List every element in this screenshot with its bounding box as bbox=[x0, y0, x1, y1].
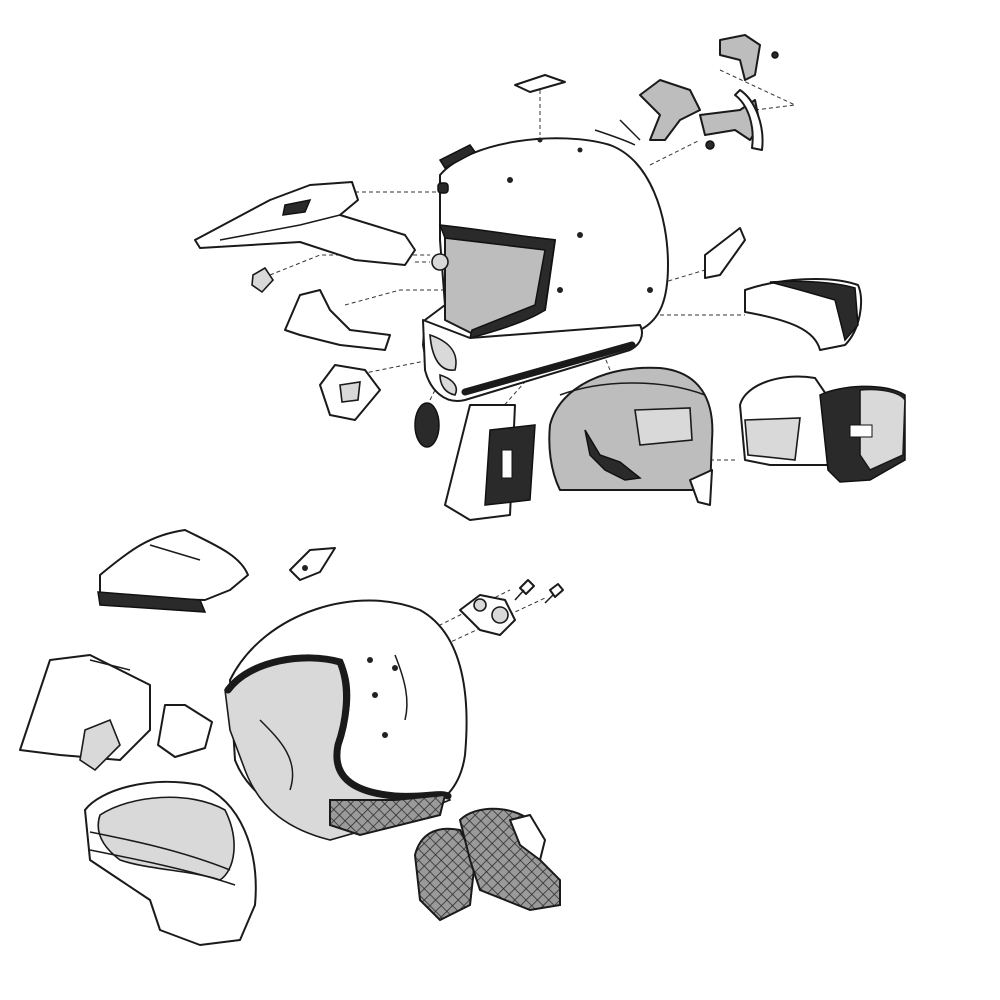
open-face-comfort-liner bbox=[224, 654, 452, 841]
top-vent-slider bbox=[437, 144, 477, 194]
peak-top bbox=[97, 529, 249, 613]
open-face-helmet-group bbox=[19, 529, 564, 946]
cheek-pads bbox=[739, 375, 906, 483]
motocross-helmet-group bbox=[194, 34, 906, 521]
visor-screw bbox=[415, 253, 449, 271]
small-vent-slider bbox=[289, 547, 336, 581]
visor-side-clip bbox=[251, 266, 275, 294]
shell-vent-holes bbox=[507, 137, 653, 293]
chin-vent-piece bbox=[319, 364, 381, 421]
cheek-pads-mesh bbox=[413, 807, 561, 922]
shield-insert bbox=[157, 704, 213, 758]
cheek-vent-insert bbox=[704, 227, 746, 279]
neck-roll bbox=[744, 278, 863, 351]
pivot-screws bbox=[514, 579, 564, 604]
top-vent-piece bbox=[514, 74, 566, 93]
chin-strap-knob bbox=[414, 402, 440, 448]
crown-liner bbox=[548, 366, 714, 506]
chin-bar bbox=[422, 319, 643, 402]
face-shield bbox=[19, 654, 151, 772]
crown-pad bbox=[84, 780, 257, 946]
rear-spoiler bbox=[639, 34, 779, 151]
peak-visor bbox=[194, 181, 416, 266]
rear-spoiler-strip bbox=[594, 119, 641, 146]
side-pivot-bracket bbox=[459, 594, 516, 636]
cheek-plate bbox=[444, 404, 536, 521]
mouth-vent-left bbox=[284, 289, 391, 351]
